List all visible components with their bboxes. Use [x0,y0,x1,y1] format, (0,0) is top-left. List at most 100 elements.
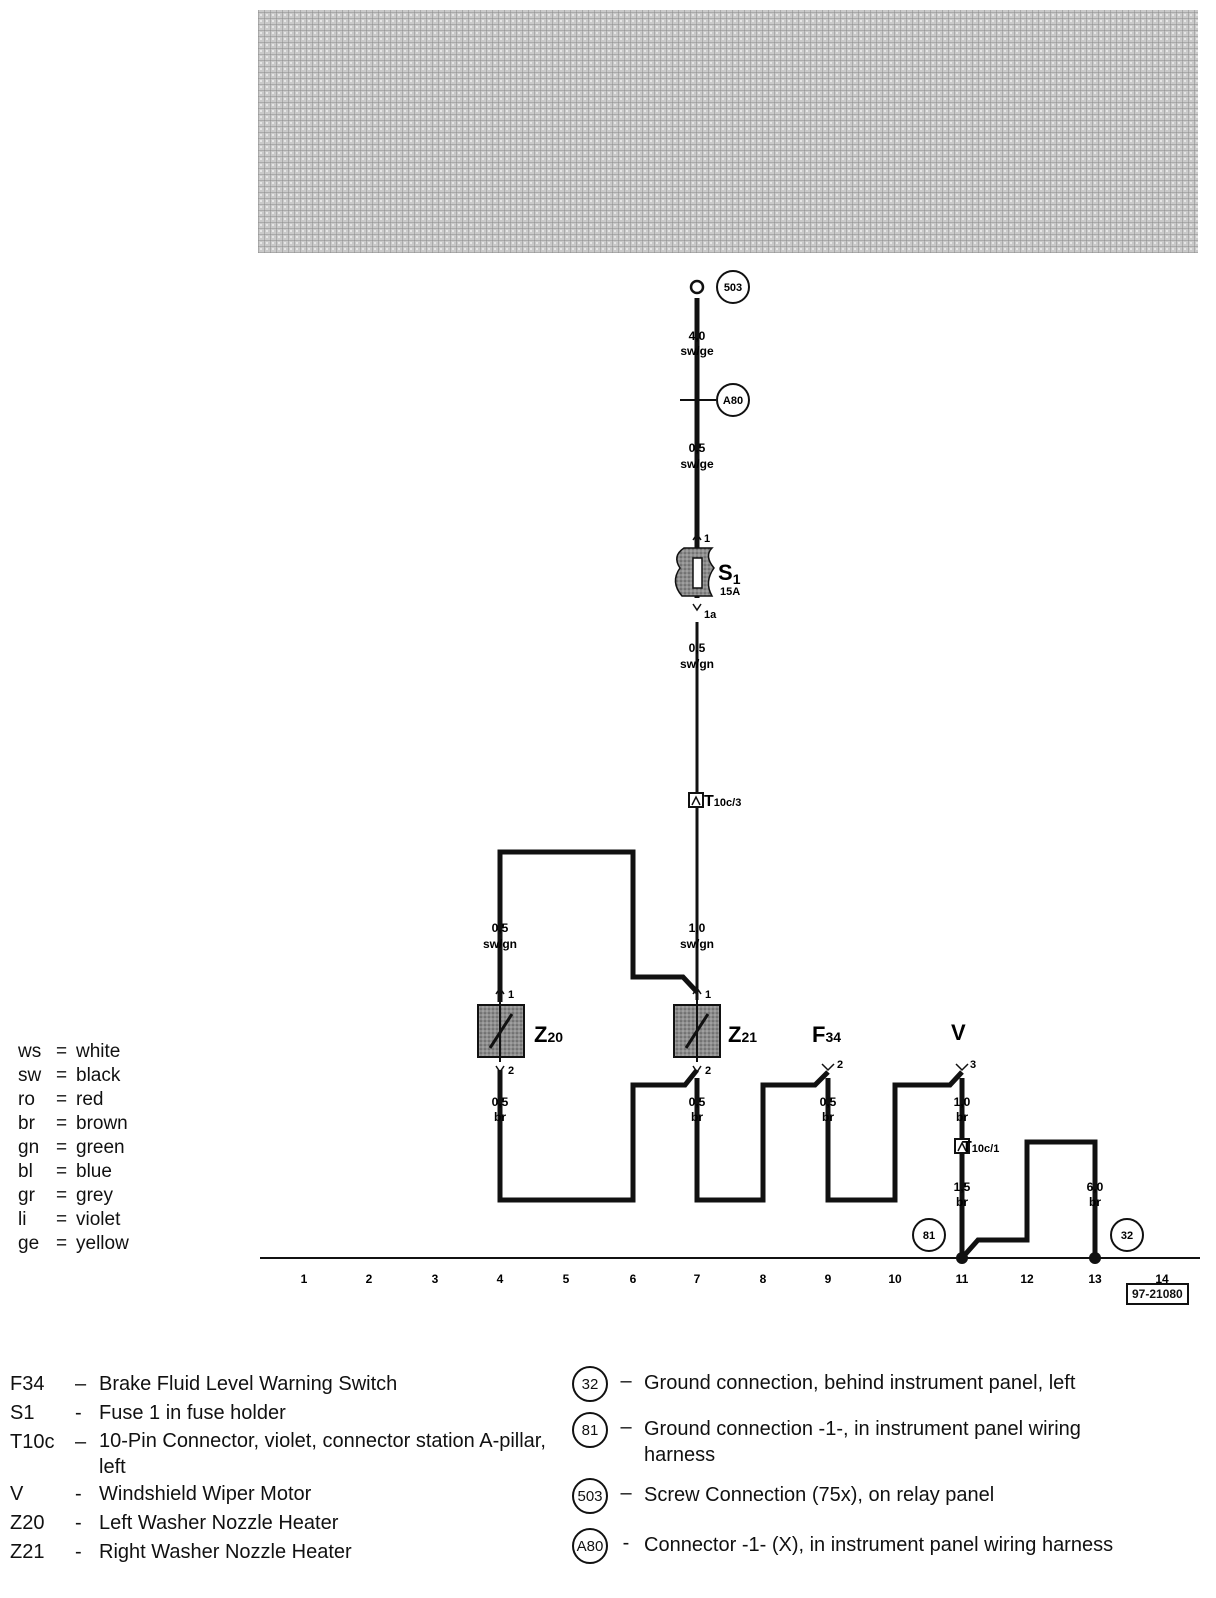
legend-code: V [10,1483,24,1505]
color-legend-row: ge=yellow [18,1232,129,1256]
wire-f34-size: 0,5 [820,1095,837,1109]
legend-item: 32–Ground connection, behind instrument … [572,1366,1124,1402]
color-legend-row: bl=blue [18,1160,129,1184]
column-number: 7 [694,1272,701,1286]
color-abbr: gn [18,1137,40,1158]
legend-item: F34–Brake Fluid Level Warning Switch [10,1370,549,1399]
color-abbr: ro [18,1089,35,1110]
legend-item: A80-Connector -1- (X), in instrument pan… [572,1528,1124,1564]
wire-z21-bottom-size: 0,5 [689,1095,706,1109]
column-number: 12 [1020,1272,1034,1286]
heater-z20 [477,986,525,1074]
legend-code: S1 [10,1402,35,1424]
wire-z20-bottom-size: 0,5 [492,1095,509,1109]
wire-a80-size: 0,5 [689,441,706,455]
connector-t10c1 [954,1138,970,1154]
legend-dash: – [75,1431,87,1453]
wiring-diagram: 503 4,0 sw/ge A80 0,5 sw/ge 1 1a S1 15A … [258,10,1200,1286]
legend-code: F34 [10,1373,45,1395]
legend-description: Ground connection, behind instrument pan… [644,1372,1076,1394]
color-abbr: br [18,1113,35,1134]
heater-z21-label: Z21 [728,1022,757,1047]
legend-description: 10-Pin Connector, violet, connector stat… [99,1430,546,1478]
wires [497,298,1098,1260]
column-number: 14 [1155,1272,1169,1286]
wire-32-size: 6,0 [1087,1180,1104,1194]
heater-z21-pin-bottom: 2 [705,1065,711,1077]
heater-z20-pin-top: 1 [508,989,514,1001]
connector-t10c3-label: T10c/3 [704,793,741,810]
column-number: 13 [1088,1272,1102,1286]
equals-sign: = [56,1137,68,1158]
legend-description: Screw Connection (75x), on relay panel [644,1484,995,1506]
color-abbr: gr [18,1185,35,1206]
ground-81: 81 [912,1218,946,1252]
legend-description: Windshield Wiper Motor [99,1483,312,1505]
connector-t10c3 [688,792,704,808]
color-name: brown [76,1113,128,1134]
motor-v-pin: 3 [970,1059,976,1071]
equals-sign: = [56,1209,68,1230]
legend-dash: - [75,1483,82,1505]
wire-z20-bottom-color: br [494,1110,506,1124]
legend-item: 81–Ground connection -1-, in instrument … [572,1412,1124,1468]
switch-f34-terminal [821,1063,835,1072]
wire-v-color: br [956,1110,968,1124]
legend-dash: – [75,1373,87,1395]
wire-z21-bottom-color: br [691,1110,703,1124]
wire-f34-color: br [822,1110,834,1124]
legend-item: S1 -Fuse 1 in fuse holder [10,1399,549,1428]
color-name: grey [76,1185,113,1206]
color-name: black [76,1065,121,1086]
column-numbers: 1 2 3 4 5 6 7 8 9 10 11 12 13 14 [301,1272,1169,1286]
equals-sign: = [56,1041,68,1062]
column-number: 10 [888,1272,902,1286]
color-abbr: bl [18,1161,33,1182]
legend-item: V -Windshield Wiper Motor [10,1480,549,1509]
legend-item: 503–Screw Connection (75x), on relay pan… [572,1478,1124,1514]
legend-circle-code: 32 [572,1366,608,1402]
wire-z20-top-size: 0,5 [492,921,509,935]
ground-connection-legend: 32–Ground connection, behind instrument … [572,1366,1124,1578]
legend-circle-code: 503 [572,1478,608,1514]
legend-code: Z20 [10,1512,45,1534]
switch-f34-label: F34 [812,1022,841,1047]
legend-description: Left Washer Nozzle Heater [99,1512,339,1534]
ground-32: 32 [1110,1218,1144,1252]
legend-dash: - [75,1512,82,1534]
legend-dash: – [620,1370,632,1392]
column-number: 4 [497,1272,504,1286]
fuse-s1-pin-bottom: 1a [704,609,717,621]
legend-dash: - [75,1402,82,1424]
column-number: 1 [301,1272,308,1286]
equals-sign: = [56,1113,68,1134]
legend-dash: - [622,1532,630,1554]
color-legend-row: sw=black [18,1064,129,1088]
legend-circle-code: A80 [572,1528,608,1564]
equals-sign: = [56,1185,68,1206]
wire-s1-size: 0,5 [689,641,706,655]
fuse-s1-label: S1 [718,560,741,587]
ground-32-node [1089,1252,1101,1264]
wire-z20-top-color: sw/gn [483,937,517,951]
legend-description: Connector -1- (X), in instrument panel w… [644,1534,1114,1556]
fuse-s1 [674,532,715,612]
color-name: green [76,1137,125,1158]
color-name: blue [76,1161,112,1182]
wire-z21-top-size: 1,0 [689,921,706,935]
fuse-s1-pin-top: 1 [704,533,710,545]
heater-z20-label: Z20 [534,1022,563,1047]
color-name: violet [76,1209,121,1230]
color-legend-row: ro=red [18,1088,129,1112]
wire-v-size: 1,0 [954,1095,971,1109]
ground-81-node [956,1252,968,1264]
reference-number: 97-21080 [1126,1283,1189,1305]
ground-503-label: 503 [724,282,742,294]
color-abbr: ge [18,1233,40,1254]
legend-description: Fuse 1 in fuse holder [99,1402,286,1424]
column-number: 3 [432,1272,439,1286]
wire-503-size: 4,0 [689,329,706,343]
relay-panel-area [258,10,1198,253]
fuse-s1-rating: 15A [720,586,740,598]
color-name: white [76,1041,121,1062]
